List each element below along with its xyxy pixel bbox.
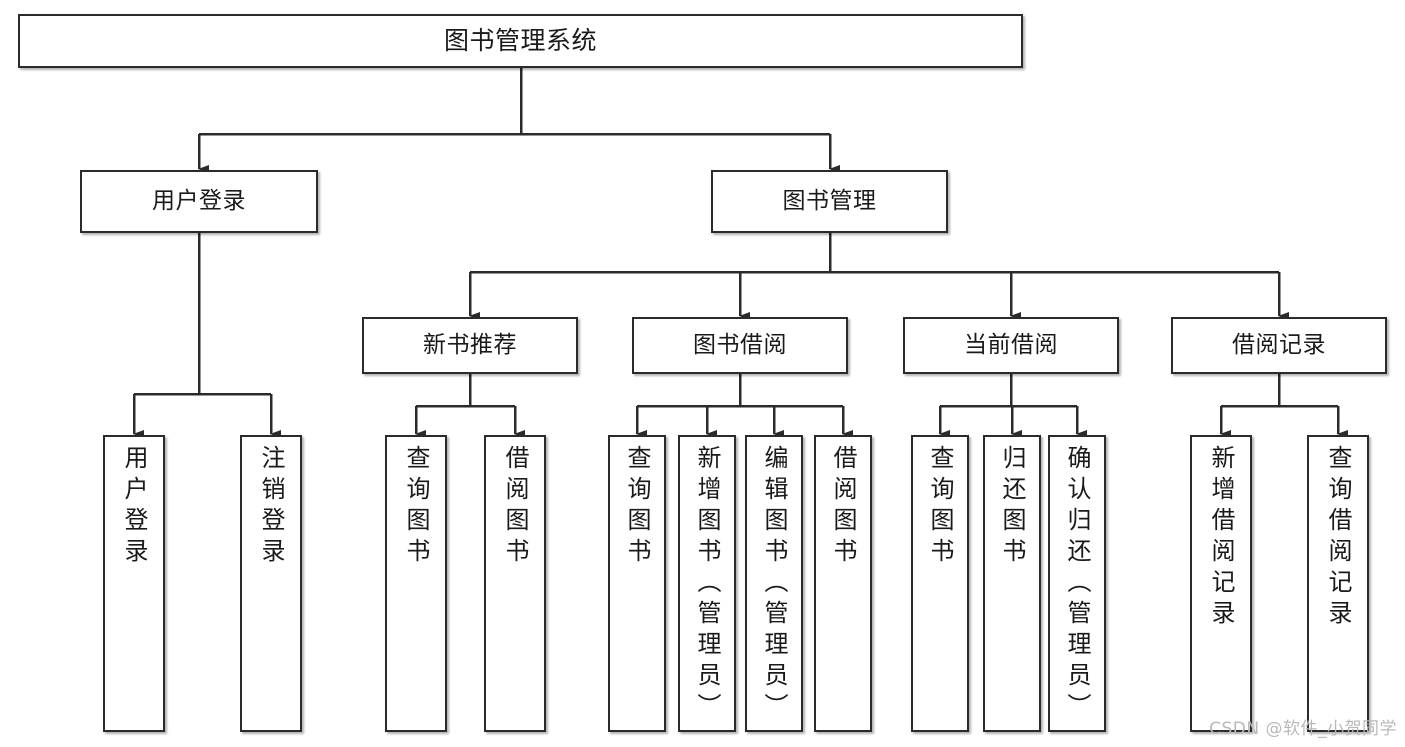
node-leaf-rec-query[interactable]: 查询图书	[385, 435, 447, 732]
node-leaf-br-query[interactable]: 查询借阅记录	[1307, 435, 1369, 732]
node-leaf-cb-query[interactable]: 查询图书	[911, 435, 969, 732]
node-leaf-bb-query[interactable]: 查询图书	[608, 435, 666, 732]
node-leaf-bb-edit[interactable]: 编辑图书（管理员）	[745, 435, 803, 732]
node-leaf-cb-confirm[interactable]: 确认归还（管理员）	[1048, 435, 1106, 732]
node-leaf-cb-return[interactable]: 归还图书	[983, 435, 1041, 732]
node-leaf-bb-add[interactable]: 新增图书（管理员）	[678, 435, 736, 732]
node-label-borrow-record: 借阅记录	[1232, 332, 1326, 359]
node-current-borrow[interactable]: 当前借阅	[903, 317, 1119, 374]
node-leaf-bb-borrow[interactable]: 借阅图书	[814, 435, 872, 732]
node-book-manage[interactable]: 图书管理	[711, 170, 948, 233]
node-label-leaf-br-add: 新增借阅记录	[1207, 445, 1235, 631]
node-leaf-user-logout[interactable]: 注销登录	[240, 435, 302, 732]
node-label-leaf-user-logout: 注销登录	[257, 445, 285, 569]
node-label-leaf-rec-borrow: 借阅图书	[501, 445, 529, 569]
node-borrow-record[interactable]: 借阅记录	[1171, 317, 1387, 374]
node-leaf-user-login[interactable]: 用户登录	[103, 435, 165, 732]
node-label-leaf-bb-borrow: 借阅图书	[829, 445, 857, 569]
node-label-book-borrow: 图书借阅	[693, 332, 787, 359]
node-label-leaf-bb-add: 新增图书（管理员）	[693, 445, 721, 724]
node-user-login[interactable]: 用户登录	[80, 170, 318, 233]
node-book-borrow[interactable]: 图书借阅	[632, 317, 848, 374]
node-label-leaf-cb-query: 查询图书	[926, 445, 954, 569]
csdn-watermark: CSDN @软件_小贺同学	[1209, 719, 1397, 739]
node-label-root: 图书管理系统	[443, 25, 597, 55]
node-label-leaf-bb-edit: 编辑图书（管理员）	[760, 445, 788, 724]
connector-lines	[132, 68, 1348, 439]
node-label-new-book-rec: 新书推荐	[423, 332, 517, 359]
node-leaf-br-add[interactable]: 新增借阅记录	[1190, 435, 1252, 732]
node-label-leaf-rec-query: 查询图书	[402, 445, 430, 569]
node-label-user-login: 用户登录	[152, 188, 246, 215]
node-root[interactable]: 图书管理系统	[18, 14, 1023, 68]
node-leaf-rec-borrow[interactable]: 借阅图书	[484, 435, 546, 732]
node-label-leaf-user-login: 用户登录	[120, 445, 148, 569]
node-label-leaf-cb-confirm: 确认归还（管理员）	[1063, 445, 1091, 724]
node-label-book-manage: 图书管理	[782, 188, 877, 215]
node-label-leaf-br-query: 查询借阅记录	[1324, 445, 1352, 631]
node-new-book-rec[interactable]: 新书推荐	[362, 317, 578, 374]
node-label-leaf-bb-query: 查询图书	[623, 445, 651, 569]
node-label-current-borrow: 当前借阅	[964, 332, 1058, 359]
node-label-leaf-cb-return: 归还图书	[998, 445, 1026, 569]
